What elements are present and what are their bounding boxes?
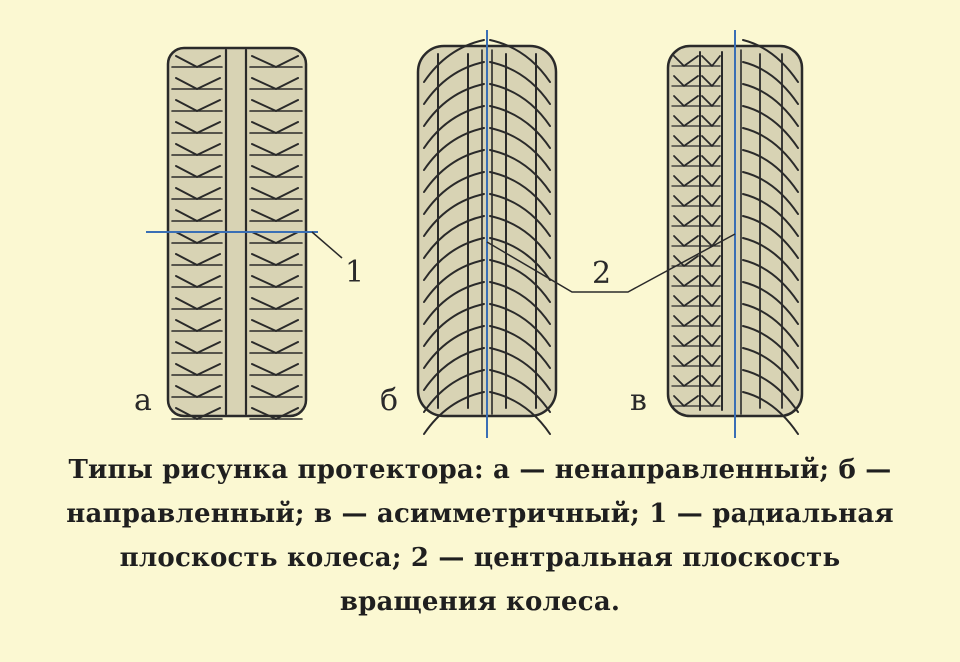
tread-curve <box>742 149 799 193</box>
figure-caption: Типы рисунка протектора: а — ненаправлен… <box>20 448 940 624</box>
tread-curve <box>489 369 551 413</box>
tread-curve <box>423 83 485 127</box>
tread-pattern-diagram: 1 2 а б в <box>134 30 804 438</box>
tread-curve <box>489 39 551 83</box>
callout-2-label: 2 <box>592 256 611 291</box>
tread-curve <box>423 105 485 149</box>
tread-curve <box>489 127 551 171</box>
tread-curve <box>742 171 799 215</box>
tire-b-label: б <box>380 383 398 418</box>
caption-line: вращения колеса. <box>339 587 621 617</box>
tire-v-label: в <box>630 383 647 418</box>
tire-non-directional <box>166 46 308 420</box>
caption-line: направленный; в — асимметричный; 1 — рад… <box>66 499 894 529</box>
tread-curve <box>423 39 485 83</box>
tread-curve <box>742 39 799 83</box>
tread-curve <box>489 347 551 391</box>
tire-b-tread-grooves <box>423 39 551 435</box>
tread-curve <box>423 303 485 347</box>
tread-curve <box>742 83 799 127</box>
tread-curve <box>742 237 799 281</box>
tread-curve <box>423 347 485 391</box>
tread-curve <box>742 105 799 149</box>
callout-2-leader <box>486 233 736 293</box>
tread-curve <box>423 193 485 237</box>
tread-curve <box>423 391 485 435</box>
tread-curve <box>489 391 551 435</box>
tread-curve <box>742 127 799 171</box>
tread-curve <box>489 281 551 325</box>
tread-curve <box>489 259 551 303</box>
tread-curve <box>742 391 799 435</box>
tread-curve <box>423 281 485 325</box>
tread-curve <box>742 303 799 347</box>
tread-curve <box>742 281 799 325</box>
callout-1-leader <box>311 231 343 259</box>
tread-curve <box>423 171 485 215</box>
tread-curve <box>423 149 485 193</box>
tread-curve <box>423 325 485 369</box>
tread-curve <box>489 171 551 215</box>
tread-curve <box>423 127 485 171</box>
tire-a-label: а <box>134 383 152 418</box>
tread-curve <box>742 193 799 237</box>
tread-curve <box>489 61 551 105</box>
caption-line: плоскость колеса; 2 — центральная плоско… <box>119 543 841 573</box>
tread-curve <box>742 61 799 105</box>
tread-curve <box>423 61 485 105</box>
tread-curve <box>489 325 551 369</box>
tread-curve <box>489 237 551 281</box>
tread-curve <box>489 149 551 193</box>
tread-curve <box>489 215 551 259</box>
tread-curve <box>423 237 485 281</box>
tread-curve <box>742 259 799 303</box>
tread-curve <box>423 259 485 303</box>
tread-curve <box>489 105 551 149</box>
tread-curve <box>742 369 799 413</box>
tread-curve <box>489 83 551 127</box>
tread-curve <box>742 347 799 391</box>
tread-curve <box>489 193 551 237</box>
tread-curve <box>742 325 799 369</box>
tire-v-tread-pattern <box>671 39 799 435</box>
tread-curve <box>423 369 485 413</box>
callout-1-label: 1 <box>345 255 364 290</box>
tread-curve <box>742 215 799 259</box>
tread-curve <box>489 303 551 347</box>
caption-line: Типы рисунка протектора: а — ненаправлен… <box>68 455 892 485</box>
tread-curve <box>423 215 485 259</box>
